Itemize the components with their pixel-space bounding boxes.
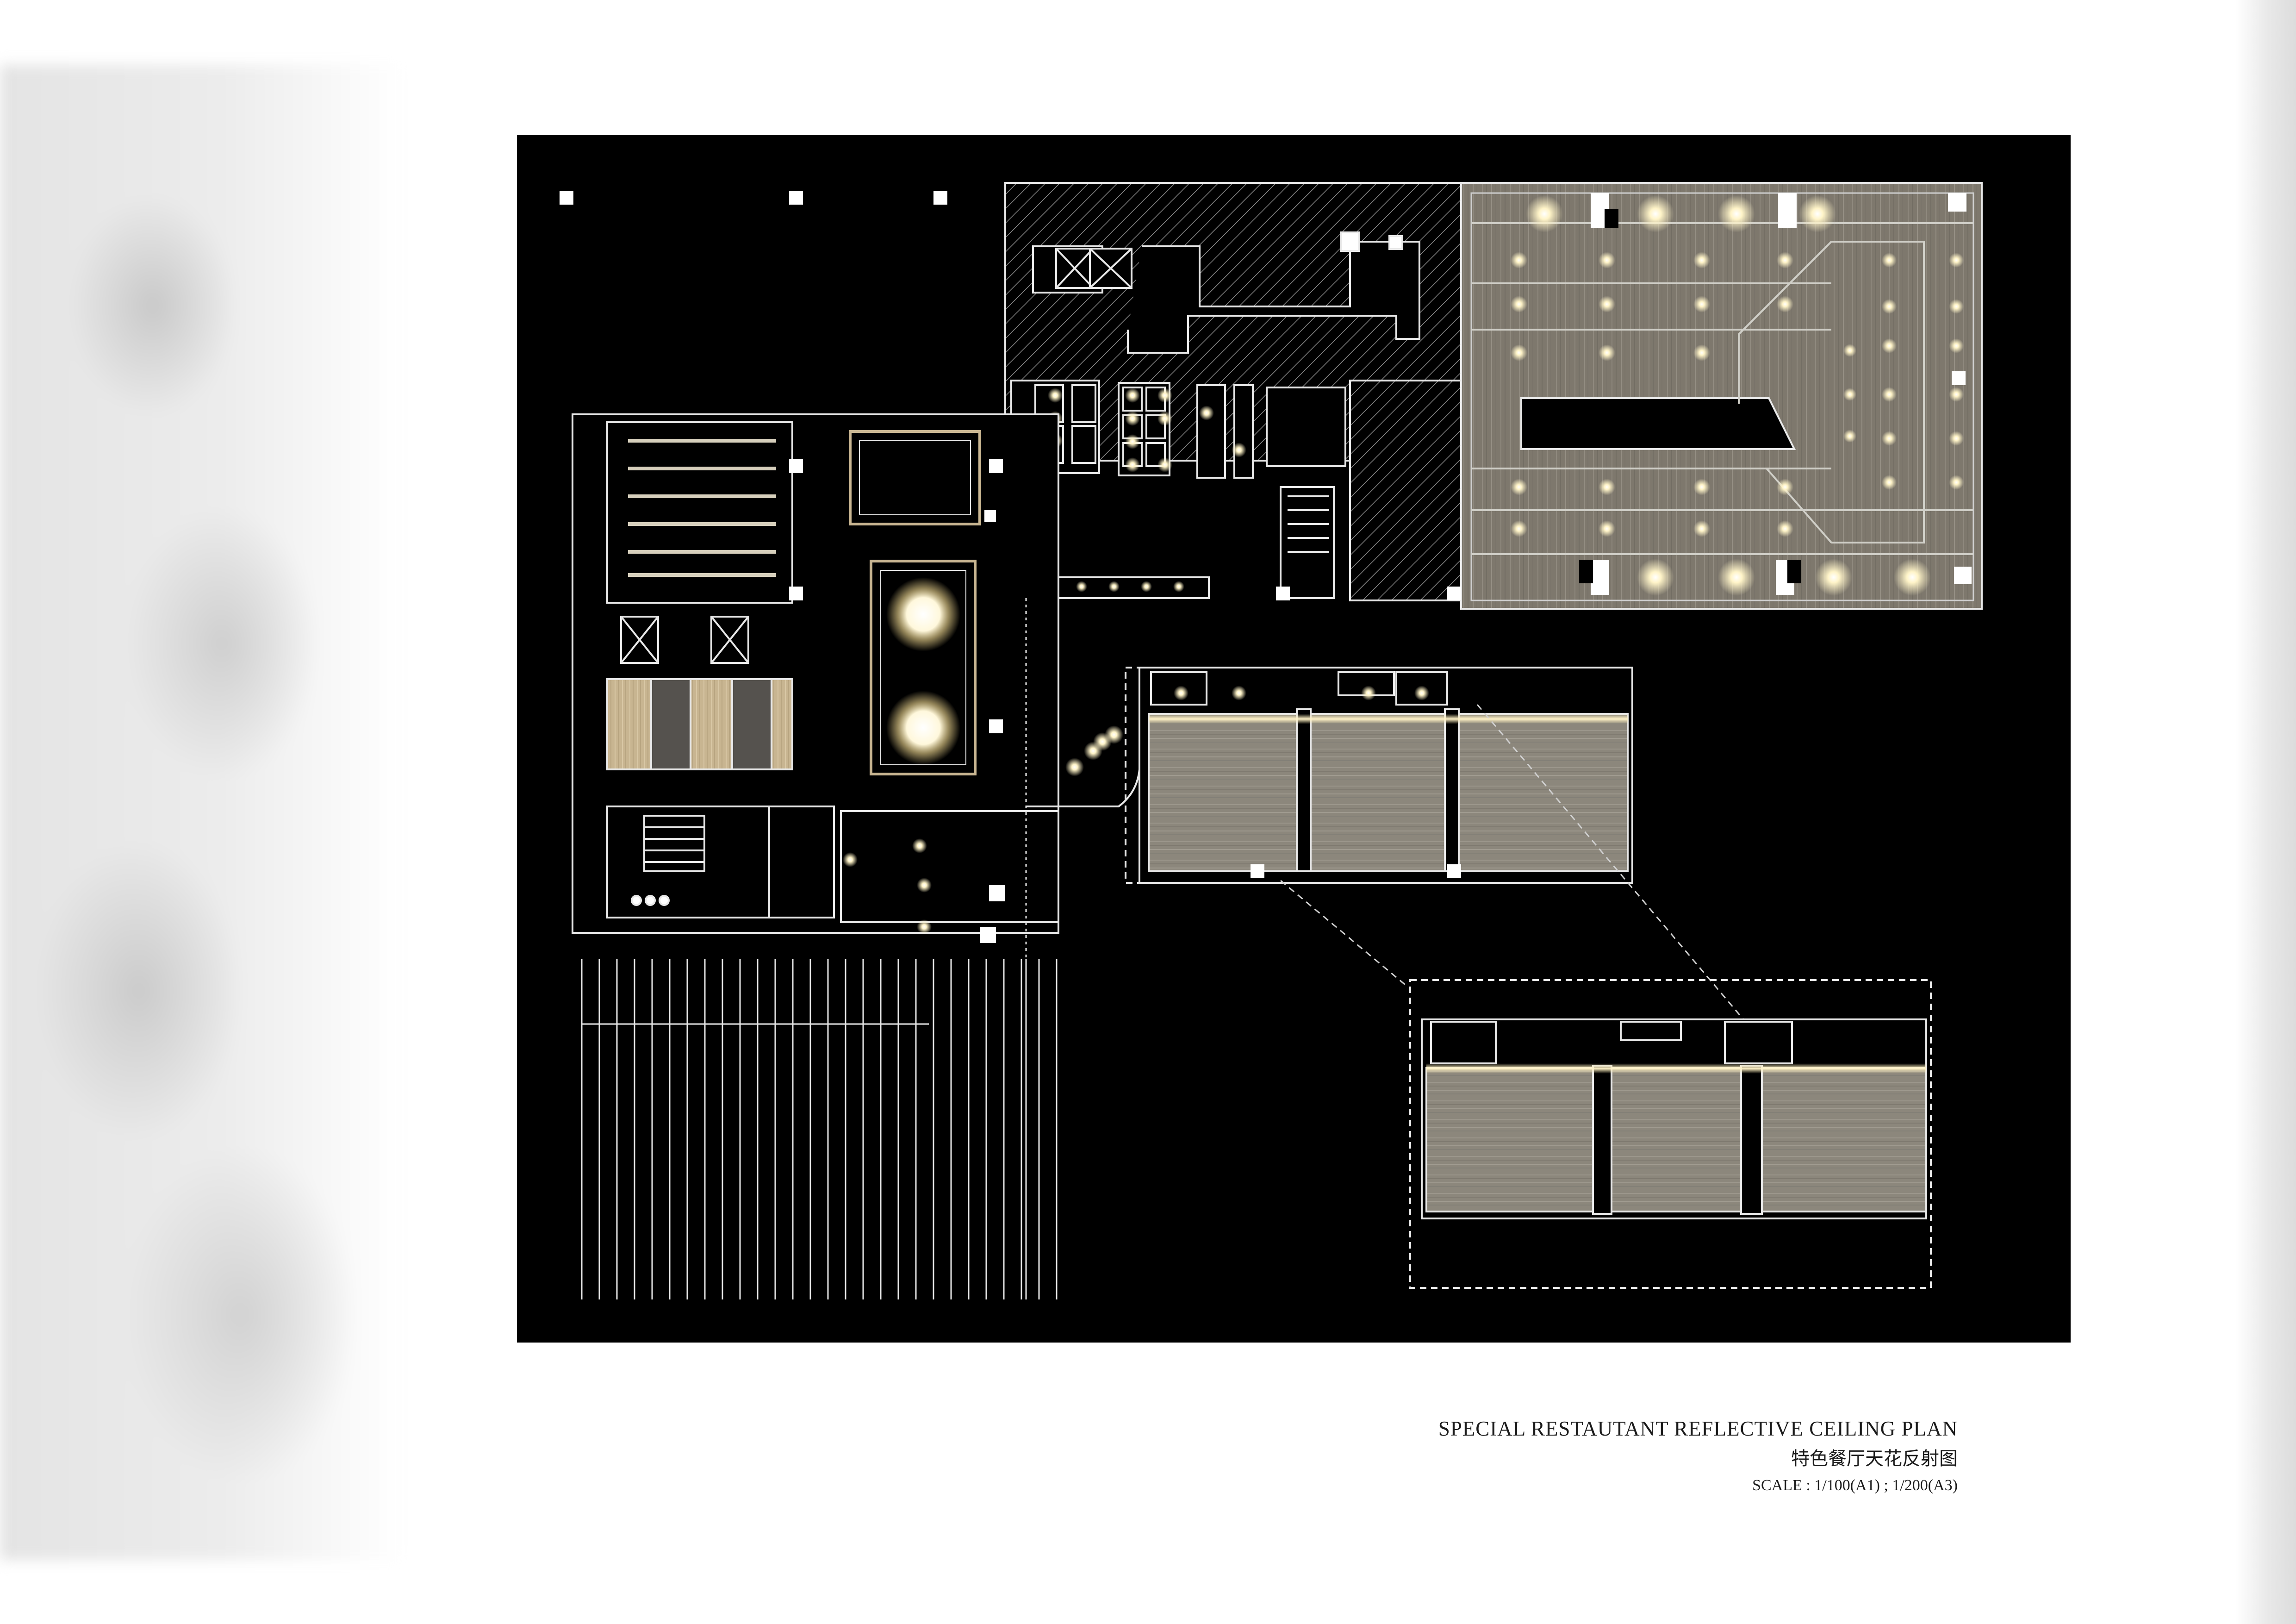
- washroom-cluster: [1010, 380, 1462, 601]
- private-dining-room-2: [1409, 979, 1932, 1289]
- ceiling-plan-svg: [560, 182, 1983, 1299]
- drawing-title-block: SPECIAL RESTAUTANT REFLECTIVE CEILING PL…: [1250, 1417, 1958, 1494]
- louvre-screen: [581, 598, 1058, 1299]
- background-mist-decoration: [0, 65, 403, 1560]
- downlights-main-ceiling: [1511, 195, 1964, 596]
- ceiling-plan-drawing: [517, 135, 2071, 1343]
- detail-callout-lines: [1280, 704, 1744, 1020]
- lobby-feature-lights: [886, 577, 960, 765]
- page-edge-shadow: [2236, 0, 2296, 1624]
- private-dining-room-1: [1026, 667, 1633, 884]
- drawing-title-chinese: 特色餐厅天花反射图: [1791, 1448, 1958, 1469]
- drawing-title-english: SPECIAL RESTAUTANT REFLECTIVE CEILING PL…: [1438, 1417, 1958, 1440]
- corridor-downlights: [843, 725, 1123, 934]
- restaurant-ceiling-main: [1460, 182, 1983, 610]
- drawing-scale: SCALE : 1/100(A1) ; 1/200(A3): [1752, 1477, 1958, 1494]
- stair-core-lower-left: [606, 806, 1059, 923]
- structural-columns: [560, 191, 1461, 943]
- pdr1-downlights: [1174, 686, 1429, 700]
